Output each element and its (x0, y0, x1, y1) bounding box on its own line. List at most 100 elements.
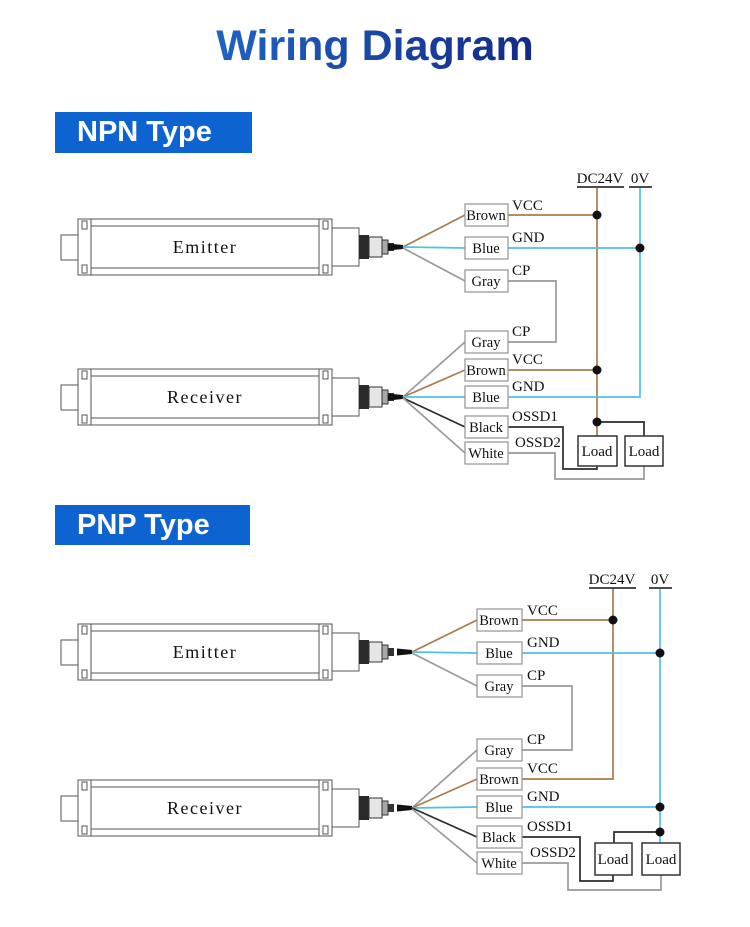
npn-receiver-cable (388, 393, 403, 401)
pnp-emitter-brown-fan-wire (411, 619, 478, 653)
pnp-emitter-gray-box-label: Gray (485, 679, 515, 695)
npn-load1-label: Load (582, 444, 613, 460)
pnp-receiver-black-fan-wire (411, 807, 478, 838)
pnp-receiver-black-box-label: Black (482, 830, 517, 846)
npn-emitter-brown-box-label: Brown (466, 208, 506, 224)
pnp-receiver-gray-box (476, 738, 523, 762)
npn-receiver-cp-label: CP (512, 324, 530, 340)
pnp-receiver-blue-box-label: Blue (485, 800, 512, 816)
npn-emitter-gnd-label: GND (512, 230, 545, 246)
pnp-receiver-black-box (476, 825, 523, 849)
pnp-receiver-label: Receiver (167, 798, 243, 818)
npn-emitter-blue-fan-wire (402, 246, 466, 249)
pnp-emitter-gray-fan-wire (411, 652, 478, 687)
npn-receiver-white-box-label: White (468, 446, 503, 462)
npn-receiver-white-fan-wire (402, 397, 466, 454)
npn-ossd2-wire (507, 452, 645, 480)
page-title: Wiring Diagram (0, 22, 750, 71)
pnp-emitter-brown-box (476, 608, 523, 632)
npn-0v-label: 0V (631, 171, 650, 187)
pnp-receiver-cp-label: CP (527, 732, 545, 748)
npn-receiver-label: Receiver (167, 387, 243, 407)
pnp-receiver-white-box (476, 851, 523, 875)
pnp-ossd1-wire (522, 836, 614, 882)
pnp-receiver-white-box-label: White (481, 856, 516, 872)
npn-emitter-cp-label: CP (512, 263, 530, 279)
pnp-emitter-cp-label: CP (527, 668, 545, 684)
pnp-cp-link-wire (522, 685, 573, 751)
npn-receiver-white-box (464, 441, 509, 465)
junction-dot (655, 648, 665, 658)
npn-receiver-brown-fan-wire (402, 369, 466, 398)
pnp-receiver-brown-fan-wire (411, 778, 478, 809)
pnp-emitter-vcc-label: VCC (527, 603, 558, 619)
junction-dot (592, 365, 602, 375)
pnp-receiver-blue-fan-wire (411, 806, 478, 809)
pnp-emitter-label: Emitter (173, 642, 237, 662)
npn-receiver-blue-box (464, 385, 509, 409)
npn-emitter-vcc-label: VCC (512, 198, 543, 214)
npn-emitter-gray-fan-wire (402, 247, 466, 282)
pnp-load1-branch-wire (613, 831, 660, 843)
npn-emitter-gray-box-label: Gray (472, 274, 502, 290)
pnp-emitter-cable (397, 648, 412, 656)
npn-receiver-vcc-label: VCC (512, 352, 543, 368)
npn-load1-box (577, 435, 618, 467)
pnp-load1-label: Load (598, 852, 629, 868)
pnp-load2-label: Load (646, 852, 677, 868)
pnp-diagram: DC24V 0V Emitter Brown Blue Gray VCC GND… (60, 572, 681, 891)
npn-diagram: DC24V 0V Emitter Brown Blue Gray VCC GND… (60, 171, 664, 480)
npn-load2-box (624, 435, 664, 467)
npn-emitter-cable (388, 243, 403, 251)
npn-0v-rail (507, 188, 641, 398)
pnp-dc24v-label: DC24V (589, 572, 636, 588)
npn-receiver-gray-box (464, 330, 509, 354)
pnp-0v-label: 0V (651, 572, 670, 588)
npn-receiver-gray-fan-wire (402, 341, 466, 398)
pnp-ossd2-label: OSSD2 (530, 845, 576, 861)
npn-receiver-gnd-label: GND (512, 379, 545, 395)
npn-receiver-gray-box-label: Gray (472, 335, 502, 351)
pnp-ossd2-wire (522, 862, 662, 891)
pnp-receiver-white-fan-wire (411, 808, 478, 864)
npn-emitter-label: Emitter (173, 237, 237, 257)
npn-receiver-black-fan-wire (402, 397, 466, 428)
npn-emitter-brown-fan-wire (402, 214, 466, 248)
pnp-ossd1-label: OSSD1 (527, 819, 573, 835)
npn-ossd2-label: OSSD2 (515, 435, 561, 451)
pnp-receiver-gray-box-label: Gray (485, 743, 515, 759)
npn-receiver-brown-box (464, 358, 509, 382)
pnp-emitter-gnd-label: GND (527, 635, 560, 651)
pnp-receiver-brown-box-label: Brown (479, 772, 519, 788)
npn-cp-link-wire (507, 280, 557, 343)
npn-receiver-brown-box-label: Brown (466, 363, 506, 379)
npn-emitter-gray-box (464, 269, 509, 293)
npn-load2-label: Load (629, 444, 660, 460)
npn-type-banner: NPN Type (55, 112, 252, 153)
pnp-emitter-gray-box (476, 674, 523, 698)
pnp-emitter-blue-box-label: Blue (485, 646, 512, 662)
pnp-load2-box (641, 842, 681, 876)
npn-emitter-brown-box (464, 203, 509, 227)
junction-dot (655, 802, 665, 812)
npn-load2-branch-wire (597, 421, 645, 436)
pnp-receiver-gnd-label: GND (527, 789, 560, 805)
npn-emitter-blue-box (464, 236, 509, 260)
npn-receiver-black-box (464, 415, 509, 439)
pnp-emitter-brown-box-label: Brown (479, 613, 519, 629)
pnp-receiver-cable (397, 804, 412, 812)
pnp-type-banner: PNP Type (55, 505, 250, 545)
junction-dot (608, 615, 618, 625)
npn-ossd1-label: OSSD1 (512, 409, 558, 425)
junction-dot (655, 827, 665, 837)
npn-receiver-black-box-label: Black (469, 420, 504, 436)
pnp-emitter-blue-box (476, 641, 523, 665)
junction-dot (592, 210, 602, 220)
npn-receiver-blue-box-label: Blue (472, 390, 499, 406)
pnp-emitter-blue-fan-wire (411, 651, 478, 654)
npn-dc24v-label: DC24V (577, 171, 624, 187)
npn-ossd1-wire (507, 426, 598, 470)
pnp-receiver-gray-fan-wire (411, 749, 478, 809)
pnp-load1-box (594, 842, 633, 876)
